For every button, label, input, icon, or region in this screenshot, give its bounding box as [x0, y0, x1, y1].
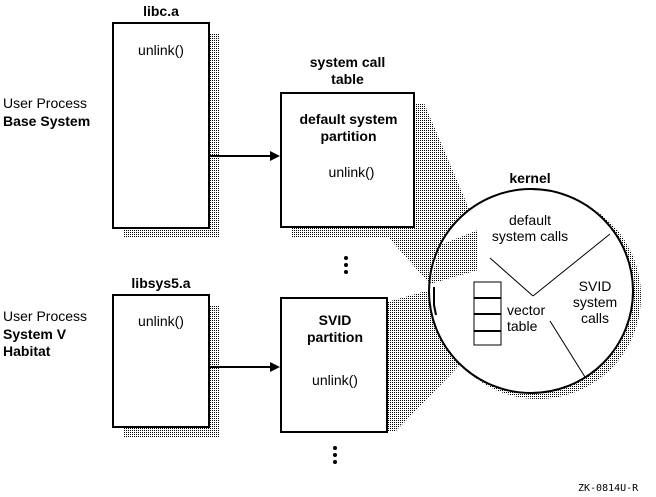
vector-table-label-2: table	[507, 318, 538, 334]
shading-default-funnel	[291, 103, 478, 284]
svid-partition-box	[280, 297, 388, 433]
figure-id: ZK-0814U-R	[578, 483, 639, 494]
libc-unlink: unlink()	[138, 42, 184, 58]
libsys5-unlink: unlink()	[138, 313, 184, 329]
default-partition-title-1: default system	[299, 111, 398, 127]
svid-calls-label-2: system	[572, 294, 618, 310]
bracket-mark	[433, 287, 437, 316]
libsys5-box	[112, 294, 210, 428]
continuation-dots-upper	[344, 256, 348, 274]
continuation-dots-lower	[333, 446, 337, 464]
libc-title: libc.a	[143, 3, 179, 19]
syscall-table-title-2: table	[331, 71, 364, 87]
kernel-title: kernel	[509, 170, 551, 186]
kernel-divider-1	[489, 257, 534, 297]
habitat-label: Habitat	[3, 343, 51, 359]
default-partition-unlink: unlink()	[328, 164, 375, 180]
user-process-base-label: User Process	[3, 95, 88, 111]
svid-calls-label-3: calls	[580, 310, 609, 326]
libc-box	[112, 22, 210, 229]
vector-table-icon	[473, 281, 502, 346]
vector-table-label-1: vector	[507, 302, 546, 318]
syscall-table-title-1: system call	[309, 54, 386, 70]
default-calls-label-1: default	[508, 212, 552, 228]
funnel-mouth-upper	[430, 230, 478, 284]
svid-partition-unlink: unlink()	[312, 372, 358, 388]
arrow-libc-to-default	[210, 151, 280, 161]
base-system-label: Base System	[3, 113, 91, 129]
default-partition-box	[280, 92, 415, 228]
system-v-label: System V	[3, 326, 67, 342]
kernel-divider-2	[532, 233, 611, 297]
svid-partition-title-1: SVID	[318, 312, 352, 328]
default-calls-label-2: system calls	[491, 228, 569, 244]
user-process-sysv-label: User Process	[3, 308, 88, 324]
arrow-libsys5-to-svid	[210, 362, 280, 372]
svid-calls-label-1: SVID	[578, 278, 612, 294]
svid-partition-title-2: partition	[307, 329, 363, 345]
kernel-divider-3	[549, 320, 586, 378]
default-partition-title-2: partition	[320, 128, 377, 144]
libsys5-title: libsys5.a	[131, 275, 191, 291]
